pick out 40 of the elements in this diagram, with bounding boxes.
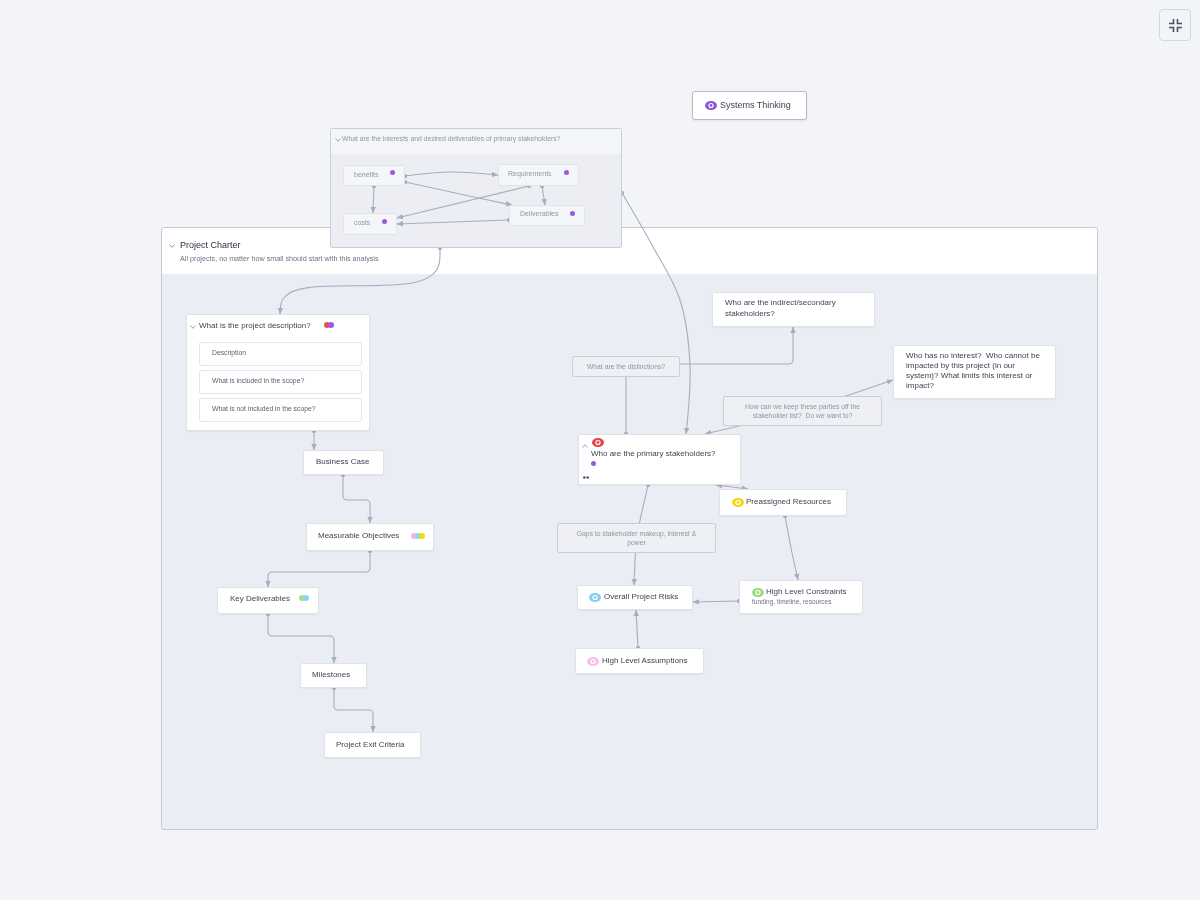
group-panel bbox=[330, 128, 622, 248]
node-label: Measurable Objectives bbox=[318, 530, 401, 542]
process-box bbox=[300, 663, 367, 688]
node-label: Preassigned Resources bbox=[746, 496, 832, 508]
node-label: Who are the primary stakeholders? bbox=[591, 448, 717, 460]
card-box bbox=[186, 314, 370, 431]
process-box bbox=[303, 450, 384, 475]
arrow bbox=[277, 245, 443, 315]
process-box bbox=[306, 523, 434, 551]
process-box bbox=[324, 732, 421, 758]
node-label: Who has no interest? Who cannot be impacted by this project (in our system)? What limits this interest or impact? bbox=[906, 351, 1041, 392]
process-box bbox=[577, 585, 693, 610]
node-label: High Level Constraints bbox=[766, 586, 848, 598]
node-label: Milestones bbox=[312, 670, 352, 681]
list-item-box bbox=[199, 398, 362, 422]
node-label: Project Exit Criteria bbox=[336, 739, 406, 751]
list-item-box bbox=[199, 370, 362, 394]
node-label: Business Case bbox=[316, 457, 371, 468]
process-box bbox=[893, 345, 1056, 399]
process-box bbox=[712, 292, 875, 327]
process-box bbox=[739, 580, 863, 614]
process-box bbox=[719, 489, 847, 516]
process-box bbox=[578, 434, 741, 485]
node-label: Who are the indirect/secondary stakeholders? bbox=[725, 298, 837, 320]
topic-box bbox=[692, 91, 807, 120]
double-arrow bbox=[715, 483, 749, 491]
process-box bbox=[509, 205, 585, 226]
arrow bbox=[619, 190, 691, 435]
process-box bbox=[575, 648, 704, 674]
card-title: What is the project description? bbox=[199, 320, 312, 332]
process-box bbox=[343, 165, 405, 186]
topic-label: Systems Thinking bbox=[720, 99, 792, 112]
process-box bbox=[343, 213, 397, 235]
node-label: Key Deliverables bbox=[230, 593, 292, 605]
section-title: Project Charter bbox=[180, 240, 242, 252]
process-box bbox=[498, 164, 579, 186]
node-label: High Level Assumptions bbox=[602, 655, 689, 667]
process-box bbox=[217, 587, 319, 614]
node-label: Overall Project Risks bbox=[604, 592, 680, 603]
list-item-box bbox=[199, 342, 362, 366]
